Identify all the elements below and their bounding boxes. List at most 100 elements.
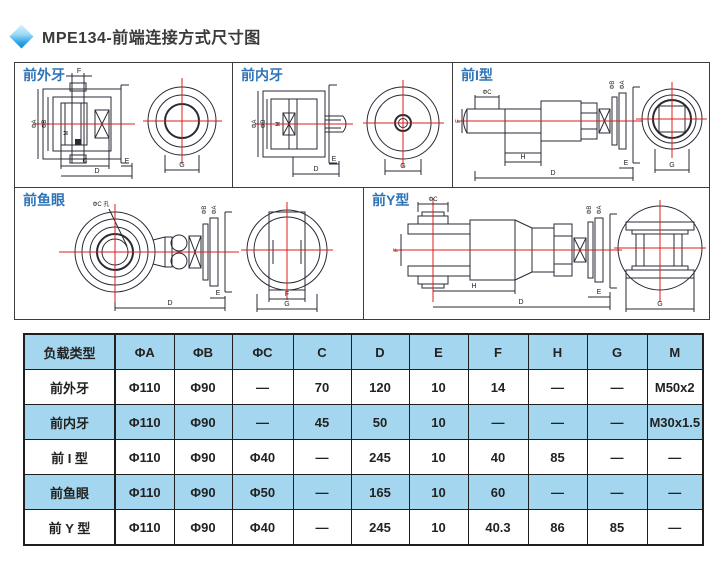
table-cell: Φ90 bbox=[173, 474, 233, 510]
svg-text:F: F bbox=[456, 119, 462, 123]
panel-label: 前内牙 bbox=[241, 67, 283, 83]
table-cell: Φ50 bbox=[231, 474, 294, 510]
svg-text:ΦA: ΦA bbox=[252, 120, 258, 129]
side-view: ΦA ΦB M E D bbox=[252, 84, 353, 177]
table-cell: — bbox=[231, 404, 294, 440]
column-header: ΦA bbox=[114, 333, 175, 370]
svg-text:ΦA: ΦA bbox=[620, 81, 626, 90]
blue-diamond-icon bbox=[9, 24, 34, 49]
table-cell: 50 bbox=[350, 404, 410, 440]
table-cell: — bbox=[292, 509, 352, 546]
table-cell: 85 bbox=[586, 509, 648, 546]
table-cell: 10 bbox=[408, 509, 469, 546]
table-cell: Φ40 bbox=[231, 509, 294, 546]
column-header: D bbox=[350, 333, 410, 370]
table-cell: — bbox=[292, 439, 352, 475]
title-bar: MPE134-前端连接方式尺寸图 bbox=[0, 10, 724, 50]
svg-text:F: F bbox=[394, 248, 400, 252]
spec-table: 负载类型 ΦA ΦB ΦC C D E F H G M 前外牙 Φ110 Φ90… bbox=[23, 333, 704, 546]
column-header: F bbox=[467, 333, 529, 370]
side-view: ΦC F ΦB ΦA H E D bbox=[394, 197, 622, 310]
row-label: 前鱼眼 bbox=[23, 474, 116, 510]
svg-text:ΦA: ΦA bbox=[597, 206, 603, 215]
svg-text:E: E bbox=[624, 160, 629, 167]
table-row: 前外牙 Φ110 Φ90 — 70 120 10 14 — — M50x2 bbox=[23, 369, 704, 405]
panel-front-i-type: 前I型 bbox=[452, 63, 709, 187]
front-view: F G bbox=[241, 202, 333, 312]
side-view: ΦC F ΦB ΦA H E D bbox=[456, 81, 643, 181]
table-cell: 45 bbox=[292, 404, 352, 440]
panel-label: 前外牙 bbox=[23, 67, 65, 83]
svg-text:M: M bbox=[276, 122, 282, 127]
table-cell: — bbox=[646, 439, 704, 475]
table-cell: 245 bbox=[350, 509, 410, 546]
table-cell: — bbox=[467, 404, 529, 440]
front-internal-thread-drawing: ΦA ΦB M E D bbox=[252, 80, 444, 177]
table-cell: 85 bbox=[527, 439, 588, 475]
table-cell: 10 bbox=[408, 404, 469, 440]
svg-text:H: H bbox=[471, 283, 476, 290]
panel-front-y-type: 前Y型 bbox=[363, 188, 709, 319]
svg-text:G: G bbox=[284, 301, 289, 308]
side-view: F ΦA ΦB M C E D bbox=[32, 68, 135, 179]
table-cell: Φ110 bbox=[114, 404, 175, 440]
table-cell: 10 bbox=[408, 369, 469, 405]
table-cell: — bbox=[292, 474, 352, 510]
svg-text:E: E bbox=[216, 290, 221, 297]
row-label: 前外牙 bbox=[23, 369, 116, 405]
table-cell: — bbox=[646, 474, 704, 510]
table-cell: Φ110 bbox=[114, 509, 175, 546]
front-y-type-drawing: ΦC F ΦB ΦA H E D bbox=[394, 197, 706, 312]
svg-text:G: G bbox=[657, 301, 662, 308]
column-header: ΦB bbox=[173, 333, 233, 370]
panel-label: 前鱼眼 bbox=[23, 192, 65, 208]
svg-text:ΦB: ΦB bbox=[587, 206, 593, 215]
table-cell: Φ90 bbox=[173, 369, 233, 405]
column-header: G bbox=[586, 333, 648, 370]
table-cell: 60 bbox=[467, 474, 529, 510]
svg-text:D: D bbox=[518, 299, 523, 306]
table-cell: 10 bbox=[408, 474, 469, 510]
svg-text:G: G bbox=[669, 162, 674, 169]
svg-text:M: M bbox=[64, 131, 70, 136]
svg-text:ΦA: ΦA bbox=[32, 120, 38, 129]
svg-text:D: D bbox=[167, 300, 172, 307]
panel-row-bottom: 前鱼眼 ΦC 孔 bbox=[15, 188, 709, 319]
table-cell: Φ90 bbox=[173, 404, 233, 440]
svg-text:ΦB: ΦB bbox=[42, 120, 48, 129]
table-cell: Φ110 bbox=[114, 369, 175, 405]
panel-front-internal-thread: 前内牙 bbox=[232, 63, 452, 187]
table-row: 前鱼眼 Φ110 Φ90 Φ50 — 165 10 60 — — — bbox=[23, 474, 704, 510]
svg-text:E: E bbox=[597, 289, 602, 296]
svg-text:F: F bbox=[285, 291, 289, 298]
table-cell: — bbox=[231, 369, 294, 405]
row-label: 前内牙 bbox=[23, 404, 116, 440]
table-cell: — bbox=[646, 509, 704, 546]
column-header: M bbox=[646, 333, 704, 370]
column-header: 负载类型 bbox=[23, 333, 116, 370]
front-external-thread-drawing: F ΦA ΦB M C E D bbox=[32, 68, 222, 179]
svg-text:ΦC 孔: ΦC 孔 bbox=[93, 200, 110, 208]
side-view: ΦC 孔 ΦB bbox=[59, 200, 239, 311]
table-cell: — bbox=[527, 474, 588, 510]
table-cell: — bbox=[586, 439, 648, 475]
front-fisheye-drawing: ΦC 孔 ΦB bbox=[59, 200, 333, 312]
svg-text:G: G bbox=[400, 163, 405, 170]
table-cell: — bbox=[586, 404, 648, 440]
table-cell: Φ110 bbox=[114, 474, 175, 510]
svg-text:ΦA: ΦA bbox=[212, 206, 218, 215]
table-cell: Φ110 bbox=[114, 439, 175, 475]
front-view: G bbox=[363, 80, 444, 175]
front-view: G bbox=[143, 78, 222, 173]
row-label: 前 I 型 bbox=[23, 439, 116, 475]
svg-text:ΦC: ΦC bbox=[428, 197, 438, 203]
panel-label: 前I型 bbox=[461, 67, 493, 83]
panel-front-external-thread: 前外牙 bbox=[15, 63, 232, 187]
table-cell: 165 bbox=[350, 474, 410, 510]
svg-text:D: D bbox=[94, 168, 99, 175]
front-i-type-drawing: ΦC F ΦB ΦA H E D bbox=[456, 81, 707, 181]
svg-text:ΦB: ΦB bbox=[610, 81, 616, 90]
svg-text:ΦB: ΦB bbox=[261, 120, 267, 129]
panel-row-top: 前外牙 bbox=[15, 63, 709, 188]
panel-label: 前Y型 bbox=[372, 192, 410, 208]
